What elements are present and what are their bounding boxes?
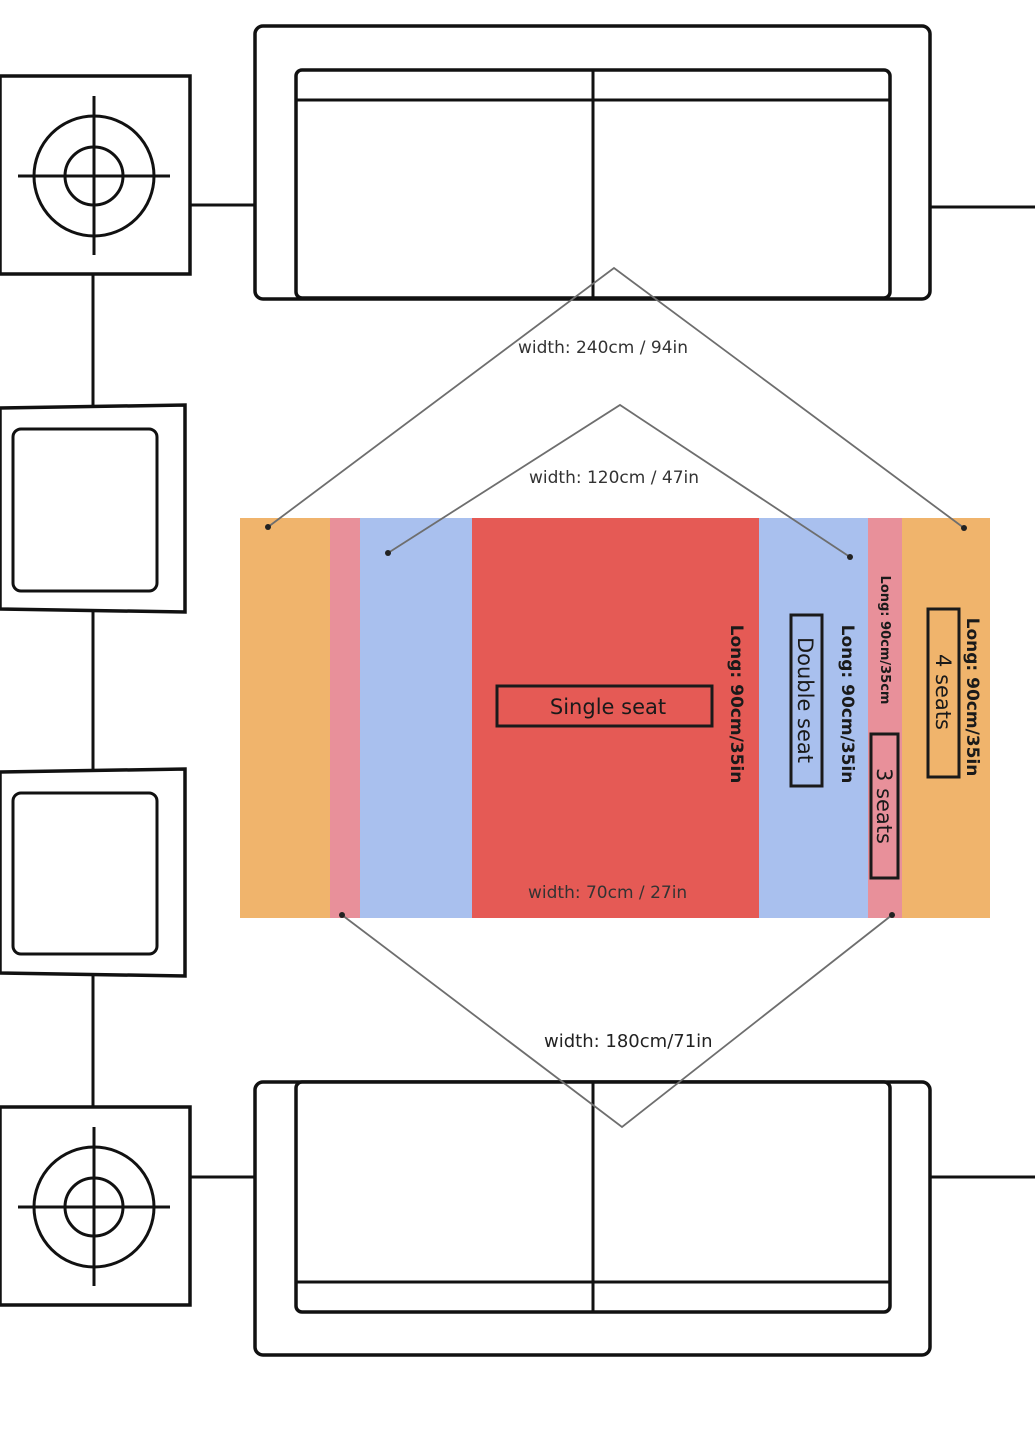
long-label-double-seat: Long: 90cm/35in bbox=[837, 625, 857, 784]
guide-endpoint bbox=[889, 912, 895, 918]
width-label-single-seat: width: 70cm / 27in bbox=[528, 883, 687, 903]
guide-120cm bbox=[387, 403, 851, 558]
lamp-crosshair-icon bbox=[18, 96, 170, 255]
4-seats-badge: 4 seats bbox=[926, 607, 961, 779]
long-label-4-seats: Long: 90cm/35in bbox=[962, 618, 982, 777]
long-label-3-seats: Long: 90cm/35cm bbox=[877, 576, 892, 705]
guide-endpoint bbox=[339, 912, 345, 918]
lamp-crosshair-icon bbox=[18, 1127, 170, 1286]
double-seat-label: Double seat bbox=[793, 637, 817, 763]
guide-endpoint bbox=[847, 554, 853, 560]
side-table-top bbox=[0, 74, 192, 276]
long-label-single-seat: Long: 90cm/35in bbox=[726, 625, 746, 784]
guide-endpoint bbox=[961, 525, 967, 531]
armchair-lower bbox=[0, 767, 187, 978]
rug-zones bbox=[240, 518, 990, 918]
armchair-upper bbox=[0, 403, 187, 614]
guide-endpoint bbox=[265, 524, 271, 530]
guide-endpoint bbox=[385, 550, 391, 556]
4-seats-label: 4 seats bbox=[931, 654, 955, 730]
guide-240cm bbox=[267, 266, 965, 529]
side-table-bottom bbox=[0, 1105, 192, 1307]
width-label-double-seat: width: 120cm / 47in bbox=[529, 468, 699, 488]
guide-180cm bbox=[341, 914, 893, 1129]
double-seat-badge: Double seat bbox=[789, 613, 824, 788]
3-seats-badge: 3 seats bbox=[869, 732, 900, 880]
width-label-4-seats: width: 240cm / 94in bbox=[518, 338, 688, 358]
top-sofa bbox=[253, 24, 932, 301]
furniture-connectors bbox=[91, 203, 1035, 1179]
width-label-3-seats: width: 180cm/71in bbox=[544, 1031, 713, 1052]
single-seat-badge: Single seat bbox=[495, 684, 714, 728]
single-seat-label: Single seat bbox=[550, 695, 666, 719]
width-guides bbox=[265, 266, 967, 1129]
3-seats-label: 3 seats bbox=[872, 768, 896, 844]
bottom-sofa bbox=[253, 1080, 932, 1357]
